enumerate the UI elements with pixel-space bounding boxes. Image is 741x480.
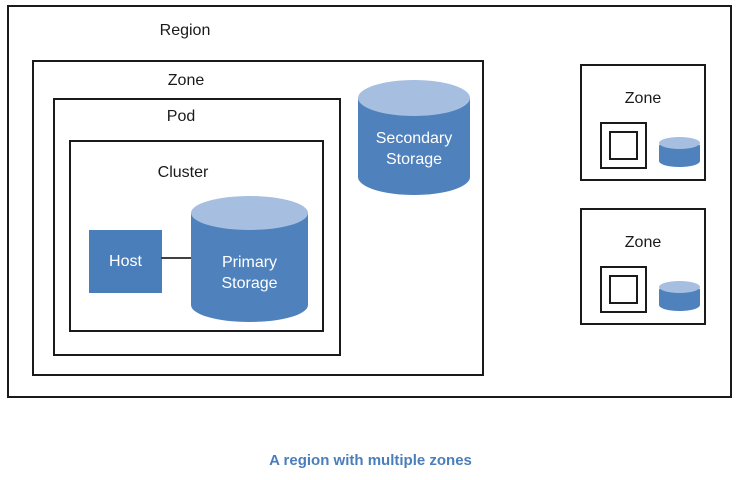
zone-box-small-2: Zone	[580, 208, 706, 325]
region-label: Region	[159, 22, 211, 39]
primary-storage-label: Primary Storage	[221, 254, 278, 292]
zone-box-small-1: Zone	[580, 64, 706, 181]
zone-label: Zone	[624, 234, 662, 251]
zone-box	[32, 60, 484, 376]
secondary-storage-cylinder-icon: Secondary Storage	[358, 80, 470, 195]
host-node: Host	[89, 230, 162, 293]
cylinder-top	[659, 281, 700, 293]
storage-cylinder-icon	[659, 281, 700, 311]
inner-square	[609, 131, 638, 160]
cylinder-body	[191, 213, 308, 322]
zone-label: Zone	[167, 72, 205, 89]
nested-squares-icon	[600, 266, 647, 313]
cylinder-top	[358, 80, 470, 116]
cluster-box	[69, 140, 324, 332]
zone-label: Zone	[624, 90, 662, 107]
host-storage-connector-line	[161, 257, 192, 259]
diagram-caption: A region with multiple zones	[269, 452, 472, 469]
pod-label: Pod	[166, 108, 196, 125]
nested-squares-icon	[600, 122, 647, 169]
cluster-label: Cluster	[157, 164, 209, 181]
secondary-storage-label: Secondary Storage	[375, 130, 453, 168]
primary-storage-cylinder-icon: Primary Storage	[191, 196, 308, 322]
pod-box	[53, 98, 341, 356]
inner-square	[609, 275, 638, 304]
storage-cylinder-icon	[659, 137, 700, 167]
region-box	[7, 5, 732, 398]
cylinder-top	[191, 196, 308, 230]
cylinder-top	[659, 137, 700, 149]
